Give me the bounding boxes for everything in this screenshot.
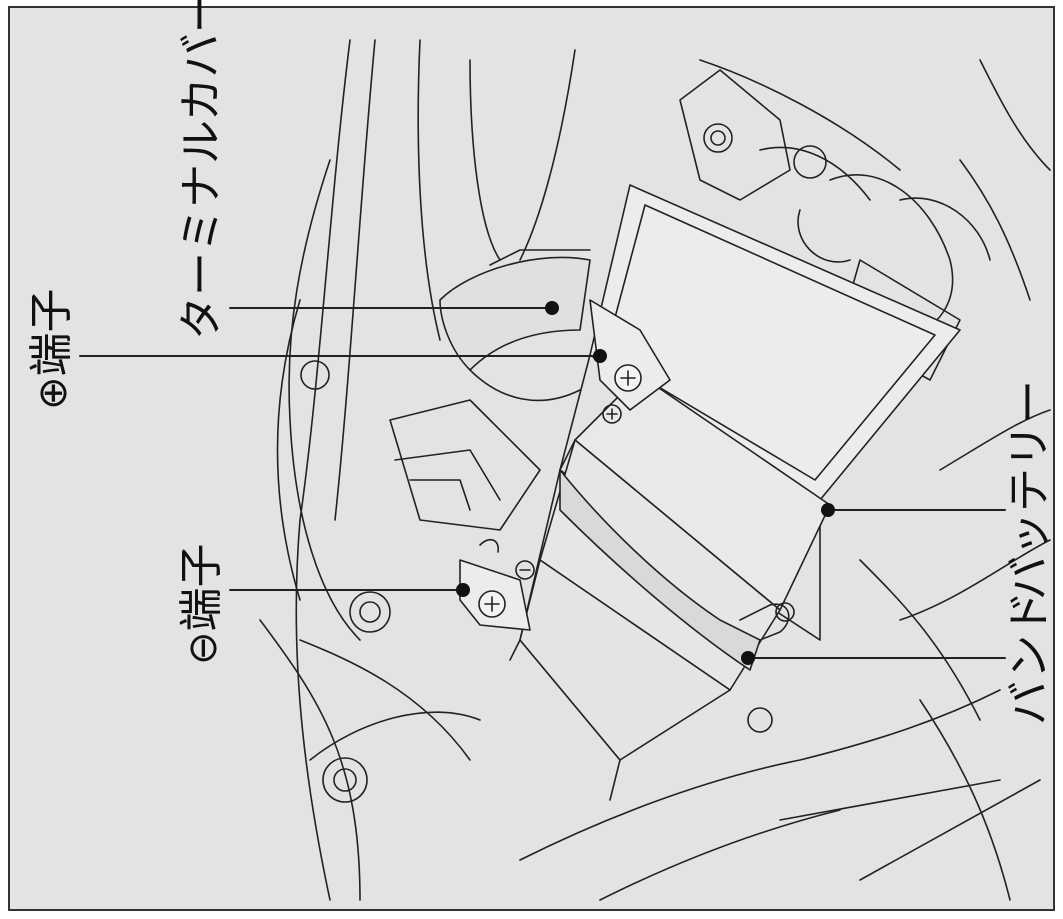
leader-dots [456,301,835,665]
plus-terminal-icon: ⊕ [30,376,76,410]
plus-terminal-text: 端子 [26,288,77,377]
label-battery: バッテリー [1004,380,1055,600]
label-terminal-cover: ターミナルカバー [176,0,227,340]
plus-terminal [589,299,671,424]
label-minus-terminal: ⊖端子 [176,543,227,665]
left-components [299,360,541,761]
mount-bracket [679,69,871,201]
terminal-cover-text: ターミナルカバー [176,0,227,340]
battery-text: バッテリー [1004,380,1055,600]
minus-terminal-icon: ⊖ [180,631,226,665]
leader-lines [79,307,1006,659]
lower-bracket [309,707,773,803]
label-band: バンド [1004,591,1055,725]
battery-band [559,469,795,671]
minus-terminal-text: 端子 [176,543,227,632]
diagram-frame [8,6,1055,911]
terminal-cover [439,249,591,402]
band-text: バンド [1004,590,1055,725]
label-plus-terminal: ⊕端子 [26,288,77,410]
minus-terminal [459,538,535,631]
